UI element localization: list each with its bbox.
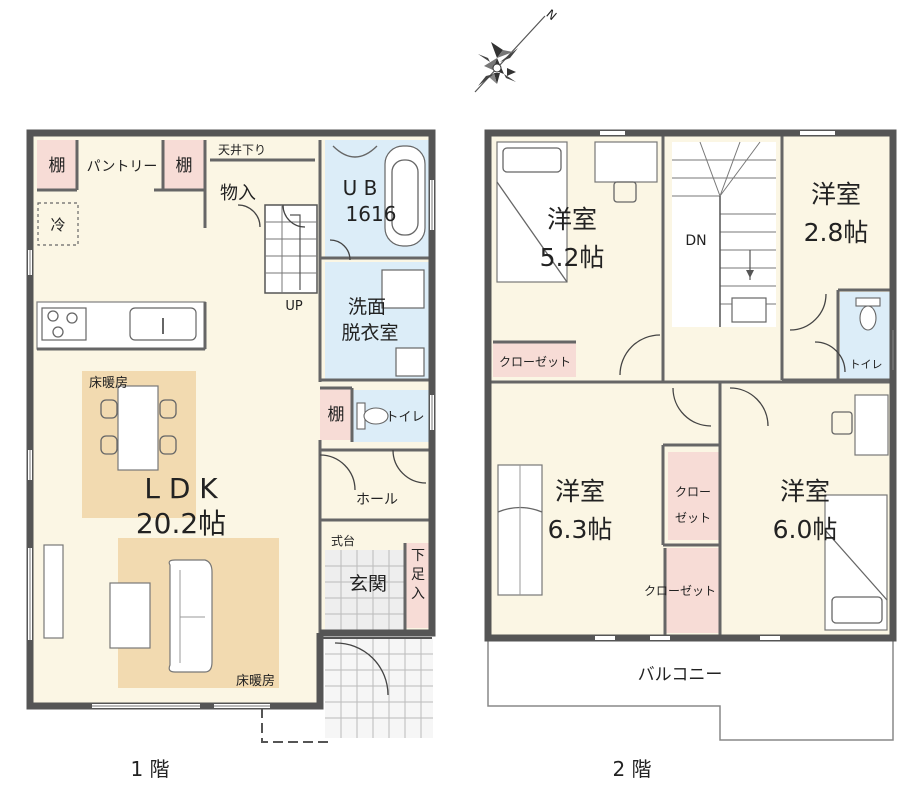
label-storage: 物入	[220, 183, 256, 204]
closet-a	[493, 342, 576, 377]
label-closet-c-2: ゼット	[675, 511, 711, 525]
fridge-space	[37, 202, 79, 246]
porch-tiles	[325, 638, 433, 738]
dining-set	[100, 385, 177, 471]
shoe-storage	[405, 543, 430, 628]
floor2-caption: 2 階	[612, 757, 651, 781]
label-shoe-1: 下	[411, 548, 425, 564]
label-stairs-up: UP	[285, 299, 303, 314]
label-fridge: 冷	[50, 216, 65, 234]
label-washroom-2: 脱衣室	[341, 322, 398, 344]
label-pantry: パントリー	[87, 159, 158, 175]
bed-6-0	[824, 494, 888, 631]
label-room-b-size: 2.8帖	[804, 218, 869, 247]
label-shelf-right: 棚	[176, 156, 193, 176]
label-closet-a: クローゼット	[499, 355, 571, 369]
stove-icon	[41, 307, 87, 341]
floor1-caption: 1 階	[130, 757, 169, 781]
bathtub	[332, 145, 426, 247]
closet-d	[665, 548, 720, 633]
label-shoe-2: 足	[411, 567, 425, 583]
pantry	[77, 140, 163, 190]
label-room-b-name: 洋室	[811, 180, 861, 209]
north-label: N	[544, 7, 560, 23]
label-room-a-name: 洋室	[547, 205, 597, 234]
label-closet-d: クローゼット	[644, 584, 716, 598]
sink-icon	[129, 307, 197, 341]
label-toilet-1f: トイレ	[385, 410, 424, 425]
label-room-d-name: 洋室	[780, 477, 830, 506]
label-heated-floor-1: 床暖房	[89, 375, 128, 391]
label-room-c-size: 6.3帖	[548, 515, 613, 544]
floor2-doors	[619, 293, 846, 427]
bed-6-3	[497, 464, 543, 596]
porch-outline	[261, 708, 330, 743]
floor-1	[26, 129, 436, 743]
label-closet-c-1: クロー	[675, 485, 711, 499]
entrance-tiles	[325, 550, 405, 630]
shelf-left	[37, 140, 77, 190]
desk-6-0	[831, 394, 889, 456]
floor2-partitions	[488, 133, 893, 638]
floor1-exterior-wall	[26, 129, 436, 710]
label-unit-bath-size: 1616	[346, 202, 397, 226]
label-room-c-name: 洋室	[555, 477, 605, 506]
label-washroom-1: 洗面	[348, 296, 386, 318]
label-shikidai: 式台	[331, 533, 355, 548]
bed-5-2	[496, 141, 568, 283]
floor2-exterior-wall	[484, 129, 897, 642]
balcony	[487, 637, 894, 741]
shelf-small	[320, 388, 352, 440]
floor1-doors	[237, 204, 427, 696]
toilet-fixture-2f	[855, 297, 881, 331]
label-room-d-size: 6.0帖	[773, 515, 838, 544]
stairs-2f	[672, 141, 776, 327]
desk-5-2	[594, 141, 658, 203]
washbasin	[381, 269, 425, 377]
label-ceiling-drop: 天井下り	[218, 143, 266, 157]
label-room-a-size: 5.2帖	[540, 243, 605, 272]
label-balcony: バルコニー	[638, 665, 723, 685]
label-ldk: L D K	[144, 472, 218, 505]
toilet-fixture-1f	[356, 402, 389, 430]
label-hall: ホール	[356, 492, 398, 508]
label-shelf-small: 棚	[328, 405, 345, 425]
label-toilet-2f: トイレ	[850, 358, 883, 371]
floor1-partitions	[37, 140, 432, 633]
label-heated-floor-2: 床暖房	[236, 673, 275, 689]
label-entrance: 玄関	[349, 573, 387, 595]
label-stairs-down: DN	[685, 233, 706, 249]
floor-2	[484, 129, 897, 741]
shelf-right	[163, 140, 205, 190]
closet-c	[668, 452, 720, 540]
label-unit-bath: U B	[343, 176, 378, 200]
label-shelf-left: 棚	[49, 156, 66, 176]
label-shoe-3: 入	[411, 586, 425, 602]
sofa-set	[43, 544, 213, 673]
compass-rose-icon	[474, 15, 546, 93]
washbasin-2f	[731, 297, 767, 323]
stairs-1f	[264, 204, 318, 294]
label-ldk-size: 20.2帖	[136, 507, 226, 540]
